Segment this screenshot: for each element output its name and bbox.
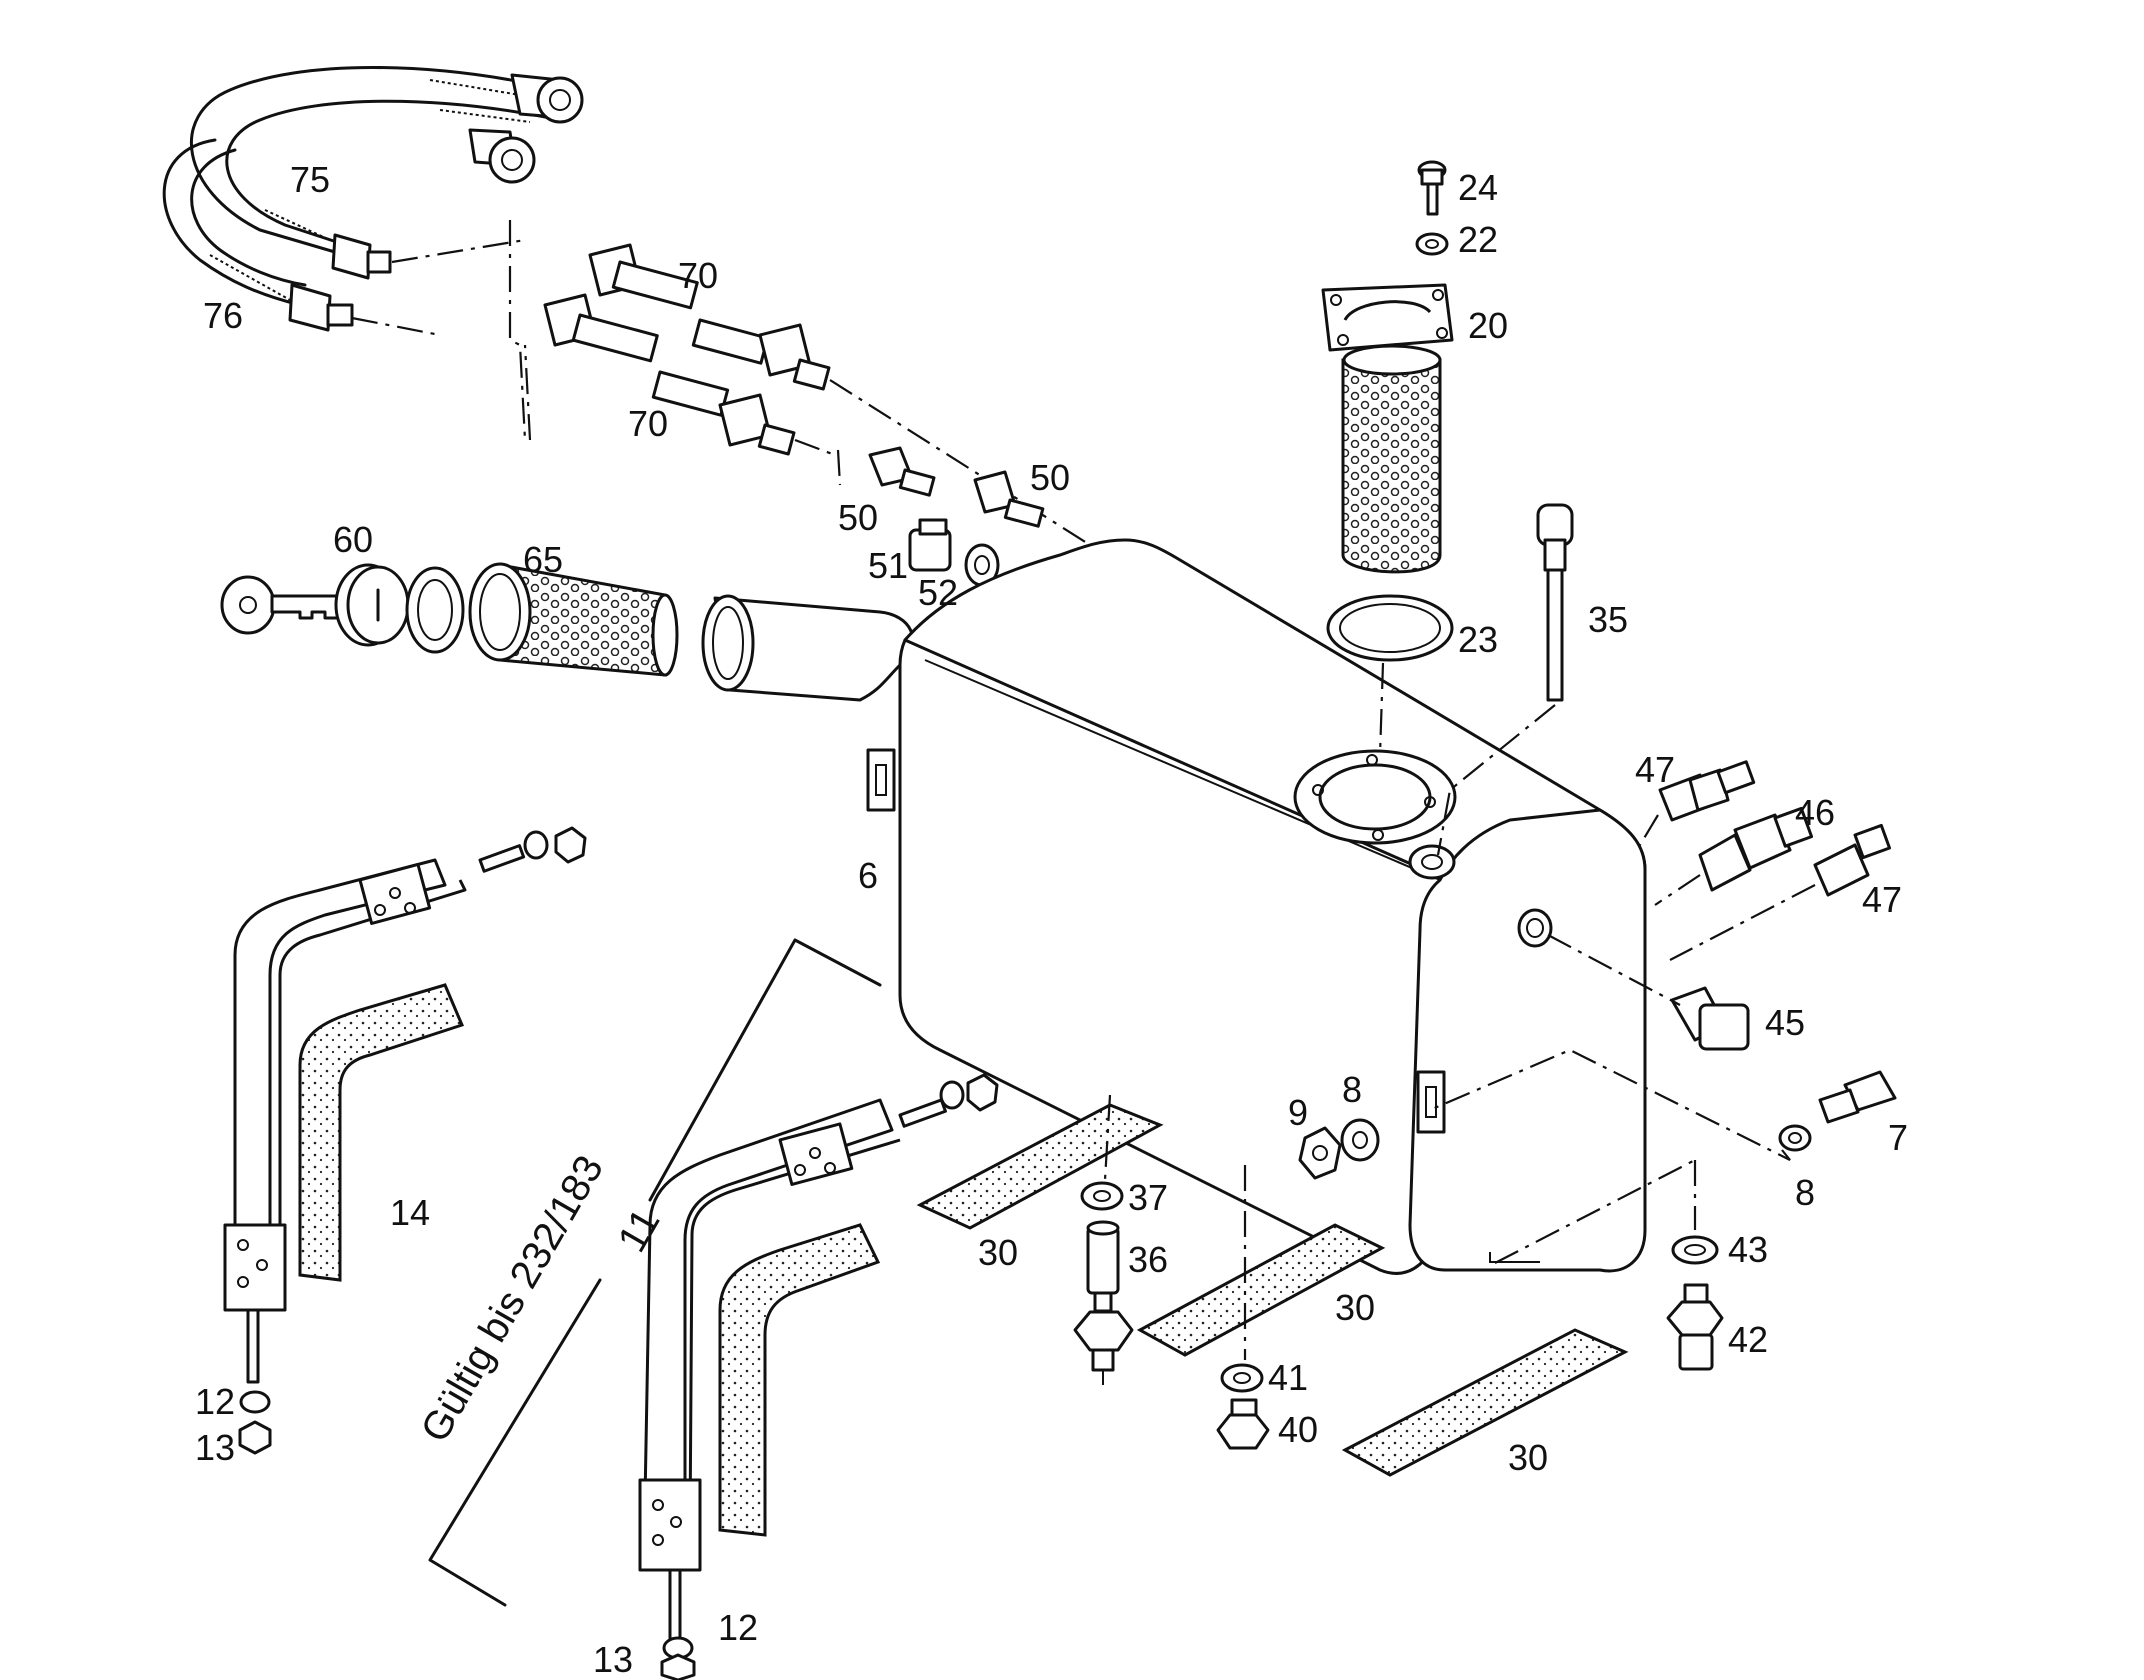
label-50-right: 50 (1030, 457, 1070, 498)
fitting-46 (1698, 806, 1814, 892)
felt-pad-14 (298, 983, 465, 1282)
nipple-50-left (868, 446, 936, 497)
filler-insert-20 (1321, 283, 1454, 574)
label-46: 46 (1795, 792, 1835, 833)
label-41: 41 (1268, 1357, 1308, 1398)
washer-41 (1220, 1363, 1264, 1393)
washer-22 (1415, 232, 1449, 256)
label-23: 23 (1458, 619, 1498, 660)
label-8-right: 8 (1795, 1172, 1815, 1213)
plug-51 (908, 518, 952, 572)
label-14: 14 (390, 1192, 430, 1233)
label-30-left: 30 (978, 1232, 1018, 1273)
hose-75 (189, 66, 584, 280)
pad-30-middle (1136, 1223, 1386, 1357)
pad-30-left (916, 1103, 1164, 1230)
label-70-upper: 70 (678, 255, 718, 296)
gasket-60 (405, 566, 465, 654)
sender-36 (1073, 1220, 1134, 1385)
label-37: 37 (1128, 1177, 1168, 1218)
label-13-middle: 13 (593, 1639, 633, 1680)
label-47-upper: 47 (1635, 749, 1675, 790)
label-35: 35 (1588, 599, 1628, 640)
pad-30-bottom (1341, 1328, 1629, 1477)
washer-8-left (1340, 1118, 1380, 1162)
label-50-left: 50 (838, 497, 878, 538)
fitting-47-upper (1658, 760, 1756, 822)
key (220, 575, 342, 635)
label-9: 9 (1288, 1092, 1308, 1133)
filler-cap-60 (334, 563, 410, 647)
nut-13-middle (660, 1653, 696, 1680)
gasket-23 (1326, 594, 1454, 662)
label-70-lower: 70 (628, 403, 668, 444)
fitting-47-lower (1813, 823, 1892, 897)
label-52: 52 (918, 572, 958, 613)
label-12-middle: 12 (718, 1607, 758, 1648)
washer-37 (1080, 1181, 1124, 1211)
sensor-42 (1666, 1283, 1724, 1371)
plug-40 (1216, 1398, 1270, 1450)
washer-8-right (1778, 1124, 1812, 1152)
washer-12-left (239, 1390, 271, 1414)
felt-pad-middle (718, 1223, 881, 1537)
label-65: 65 (523, 539, 563, 580)
drain-plug-45 (1670, 986, 1750, 1051)
label-76: 76 (203, 295, 243, 336)
level-gauge-35 (1536, 503, 1574, 702)
strap-middle (638, 1073, 999, 1642)
label-51: 51 (868, 545, 908, 586)
label-30-middle: 30 (1335, 1287, 1375, 1328)
fuel-tank-6 (866, 538, 1647, 1275)
label-6: 6 (858, 855, 878, 896)
label-42: 42 (1728, 1319, 1768, 1360)
label-60: 60 (333, 519, 373, 560)
label-20: 20 (1468, 305, 1508, 346)
label-30-bottom: 30 (1508, 1437, 1548, 1478)
validity-bracket (648, 938, 882, 1202)
label-7: 7 (1888, 1117, 1908, 1158)
label-8-left: 8 (1342, 1069, 1362, 1110)
fitting-70-upper (588, 243, 831, 391)
washer-43 (1671, 1235, 1719, 1265)
label-22: 22 (1458, 219, 1498, 260)
label-24: 24 (1458, 167, 1498, 208)
label-13-left: 13 (195, 1427, 235, 1468)
bolt-7 (1818, 1070, 1897, 1124)
nut-13-left (238, 1420, 272, 1455)
nut-9 (1298, 1126, 1342, 1180)
label-40: 40 (1278, 1409, 1318, 1450)
validity-bracket-lower (428, 1278, 602, 1607)
label-36: 36 (1128, 1239, 1168, 1280)
label-45: 45 (1765, 1002, 1805, 1043)
filler-neck (701, 594, 914, 702)
strap-left (223, 826, 587, 1384)
label-75: 75 (290, 159, 330, 200)
screw-24 (1417, 160, 1447, 216)
label-43: 43 (1728, 1229, 1768, 1270)
hose-76 (162, 138, 354, 332)
validity-note: Gültig bis 232/183 (413, 1148, 612, 1449)
nipple-50-right (973, 470, 1045, 528)
label-12-left: 12 (195, 1381, 235, 1422)
label-47-lower: 47 (1862, 879, 1902, 920)
fitting-70-lower (543, 293, 796, 456)
strainer-65 (468, 562, 679, 677)
